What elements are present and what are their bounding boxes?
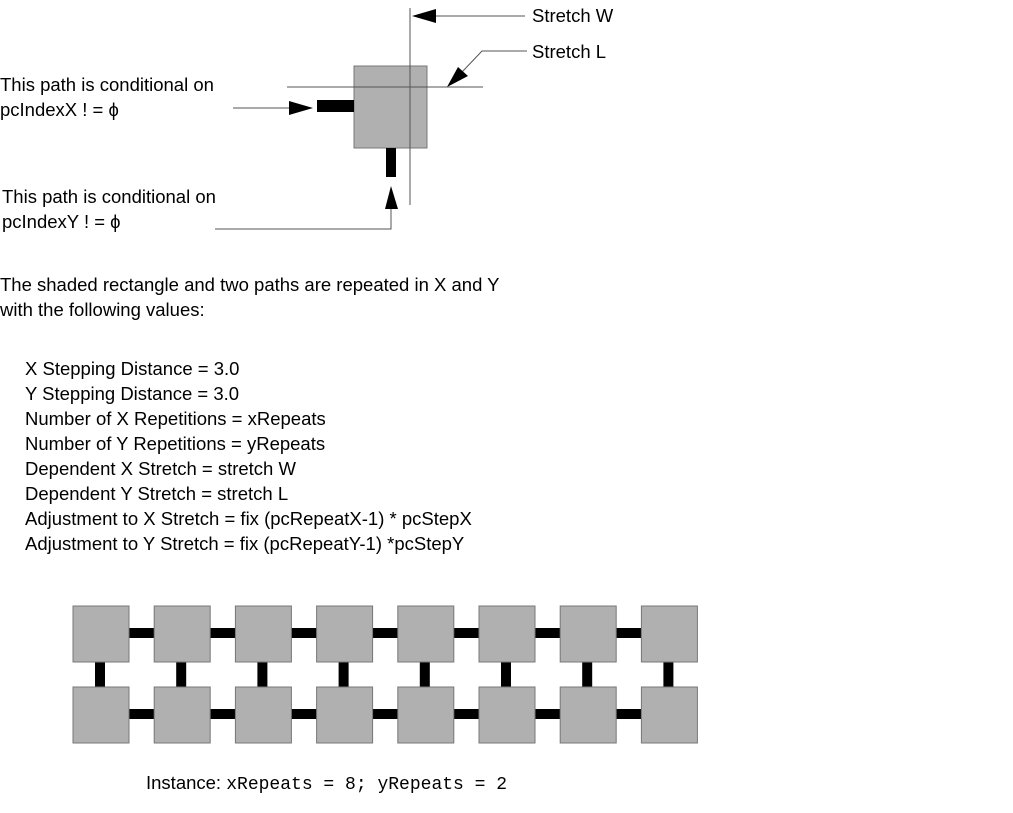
repeated-array-instance	[72, 605, 698, 744]
parameter-list: X Stepping Distance = 3.0 Y Stepping Dis…	[25, 356, 472, 556]
x-path	[535, 628, 561, 638]
intro-line-2: with the following values:	[0, 299, 205, 320]
x-path	[317, 100, 354, 112]
x-path	[129, 709, 155, 719]
x-path-note-line-1: This path is conditional on	[0, 74, 214, 95]
x-path	[453, 709, 479, 719]
x-path	[129, 628, 155, 638]
y-path	[257, 662, 268, 687]
array-cell	[559, 605, 617, 663]
stretch-l-arrow-icon	[447, 67, 468, 87]
y-path	[176, 662, 187, 687]
instance-label: Instance:	[146, 772, 222, 793]
array-cell	[153, 605, 211, 663]
array-cell	[72, 605, 130, 663]
param-x-repetitions: Number of X Repetitions = xRepeats	[25, 408, 326, 429]
param-y-stepping: Y Stepping Distance = 3.0	[25, 383, 240, 404]
y-path-note-line-1: This path is conditional on	[2, 186, 216, 207]
x-path	[372, 628, 398, 638]
param-y-adjustment: Adjustment to Y Stretch = fix (pcRepeatY…	[25, 533, 465, 554]
y-path	[582, 662, 593, 687]
x-path-note-line-2: pcIndexX ! = ϕ	[0, 99, 119, 120]
x-path	[616, 628, 642, 638]
x-path	[616, 709, 642, 719]
y-path-note-line-2: pcIndexY ! = ϕ	[2, 211, 121, 232]
stretch-l-label: Stretch L	[532, 41, 607, 62]
y-path	[386, 148, 396, 177]
instance-code: xRepeats = 8; yRepeats = 2	[226, 775, 508, 795]
x-path	[372, 709, 398, 719]
array-cell	[397, 605, 455, 663]
array-cell	[316, 605, 374, 663]
stretch-w-label: Stretch W	[532, 5, 614, 26]
shaded-rectangle	[353, 65, 428, 149]
array-cell	[559, 686, 617, 744]
array-cell	[153, 686, 211, 744]
stretch-l-leader-line	[461, 50, 527, 73]
x-path	[210, 628, 236, 638]
array-cell	[397, 686, 455, 744]
array-cell	[72, 686, 130, 744]
y-path	[663, 662, 674, 687]
y-path	[338, 662, 349, 687]
x-path	[453, 628, 479, 638]
array-cell	[234, 605, 292, 663]
x-path-arrow-icon	[289, 101, 313, 115]
param-x-stepping: X Stepping Distance = 3.0	[25, 358, 240, 379]
array-cell	[234, 686, 292, 744]
array-cell	[478, 605, 536, 663]
y-path-arrow-icon	[385, 186, 398, 209]
x-path	[291, 628, 317, 638]
param-y-repetitions: Number of Y Repetitions = yRepeats	[25, 433, 326, 454]
array-cell	[478, 686, 536, 744]
single-cell-diagram	[215, 8, 527, 230]
y-path	[501, 662, 511, 687]
x-path	[535, 709, 561, 719]
x-path	[291, 709, 317, 719]
instance-caption: Instance: xRepeats = 8; yRepeats = 2	[146, 770, 507, 798]
array-cell	[640, 605, 698, 663]
param-x-adjustment: Adjustment to X Stretch = fix (pcRepeatX…	[25, 508, 472, 529]
y-path-leader-line	[215, 206, 392, 230]
y-path	[419, 662, 430, 687]
y-path	[95, 662, 105, 687]
x-path	[210, 709, 236, 719]
array-cell	[316, 686, 374, 744]
param-x-stretch: Dependent X Stretch = stretch W	[25, 458, 296, 479]
intro-line-1: The shaded rectangle and two paths are r…	[0, 274, 500, 295]
stretch-w-arrow-icon	[412, 9, 436, 23]
array-cell	[640, 686, 698, 744]
param-y-stretch: Dependent Y Stretch = stretch L	[25, 483, 289, 504]
